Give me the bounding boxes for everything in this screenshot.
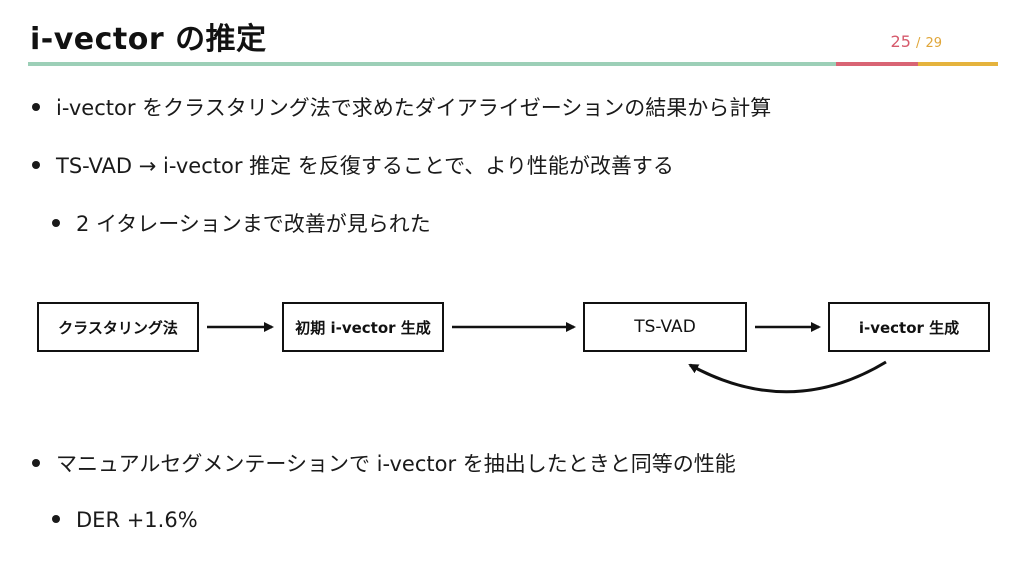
node-ivector-generation: i-vector 生成 [828,302,990,352]
bullet-dot [32,459,40,467]
bullet-dot [32,103,40,111]
title-rule-green [28,62,836,66]
bullet-text: i-vector をクラスタリング法で求めたダイアライゼーションの結果から計算 [56,96,772,120]
slide-title: i-vector の推定 [30,22,267,57]
bullet-dot [52,515,60,523]
title-rule-red [836,62,918,66]
sub-bullet-item: 2 イタレーションまで改善が見られた [52,208,431,238]
arrow-feedback-loop [688,360,887,394]
bullet-text: 2 イタレーションまで改善が見られた [76,212,431,236]
page-total: 29 [925,36,942,51]
sub-bullet-item: DER +1.6% [52,508,198,532]
bullet-dot [32,161,40,169]
node-clustering: クラスタリング法 [37,302,199,352]
bullet-dot [52,219,60,227]
node-initial-ivector: 初期 i-vector 生成 [282,302,444,352]
node-ts-vad: TS-VAD [583,302,747,352]
bullet-text: DER +1.6% [76,508,198,532]
title-rule-yellow [918,62,998,66]
page-current: 25 [890,32,911,51]
page-number: 25 / 29 [891,32,942,51]
page-separator: / [915,36,921,51]
bullet-item: i-vector をクラスタリング法で求めたダイアライゼーションの結果から計算 [32,92,771,122]
bullet-text: マニュアルセグメンテーションで i-vector を抽出したときと同等の性能 [56,452,736,476]
bullet-item: TS-VAD → i-vector 推定 を反復することで、より性能が改善する [32,150,674,180]
bullet-item: マニュアルセグメンテーションで i-vector を抽出したときと同等の性能 [32,448,736,478]
bullet-text: TS-VAD → i-vector 推定 を反復することで、より性能が改善する [56,154,674,178]
